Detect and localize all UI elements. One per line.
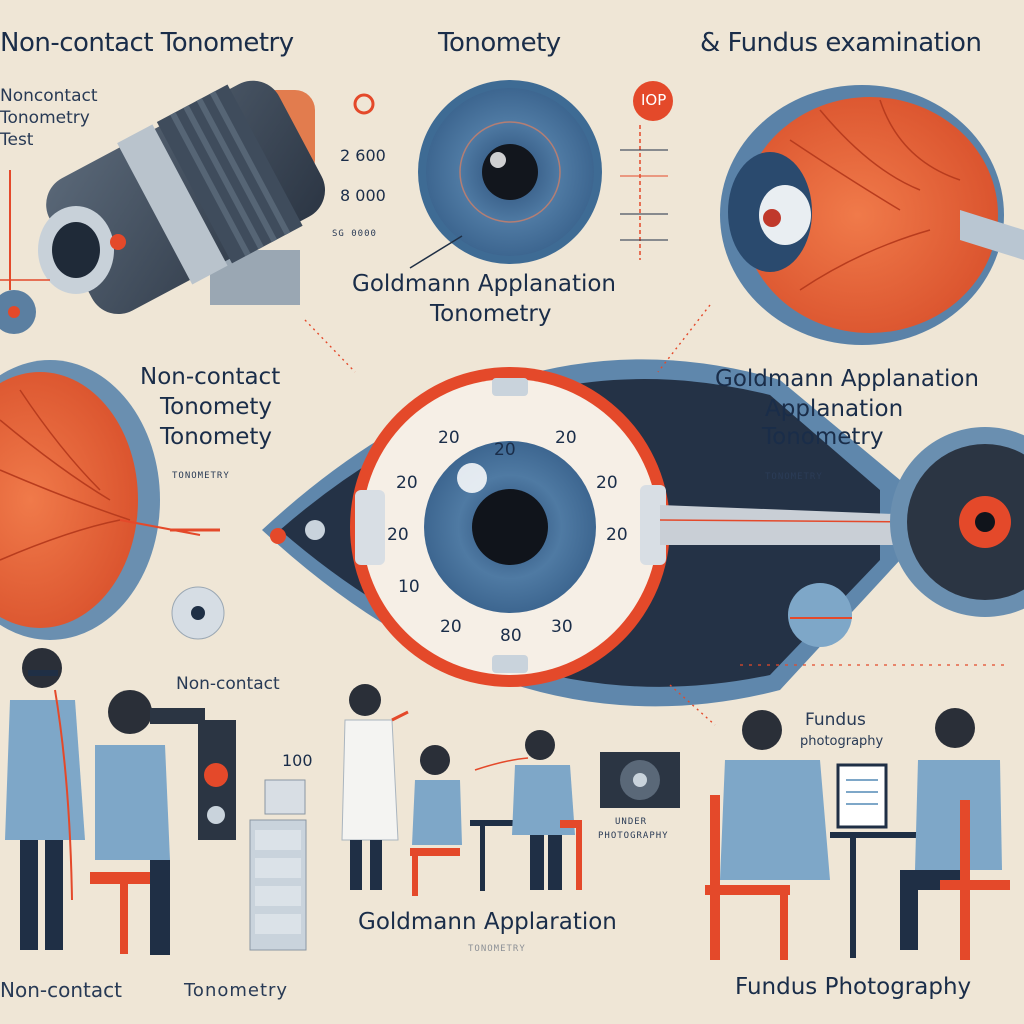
eye-reading: 80 xyxy=(500,626,522,646)
eye-reading: 20 xyxy=(555,428,577,448)
footer-noncontact: Non-contact xyxy=(0,978,122,1002)
noncontact-mid-title: Non-contact xyxy=(140,364,281,390)
header-fundus-examination: & Fundus examination xyxy=(700,28,982,58)
goldmann-title-top-sub: Tonometry xyxy=(430,301,552,327)
footer-tonometry: Tonometry xyxy=(184,980,289,1001)
caption-noncontact: Noncontact xyxy=(0,86,98,106)
eye-reading: 20 xyxy=(596,473,618,493)
top-right-eye-cross-section xyxy=(720,85,1024,345)
goldmann-mid-small: TONOMETRY xyxy=(765,472,823,482)
iop-badge: IOP xyxy=(641,91,667,109)
fundus-scene-label: Fundus xyxy=(805,710,866,730)
caption-test: Test xyxy=(0,130,34,150)
noncontact-mid-sub2: Tonomety xyxy=(160,424,273,450)
iop-scale xyxy=(353,81,673,260)
monitor-caption-2: PHOTOGRAPHY xyxy=(598,831,669,841)
goldmann-mid-title: Goldmann Applanation xyxy=(715,366,979,392)
central-eye xyxy=(262,359,921,707)
noncontact-mid-sub1: Tonomety xyxy=(160,394,273,420)
header-tonometry: Tonomety xyxy=(438,28,561,58)
scale-label-3: SG 0000 xyxy=(332,229,377,239)
scale-label-2: 8 000 xyxy=(340,186,386,205)
eye-reading: 10 xyxy=(398,577,420,597)
footer-goldmann-sub: TONOMETRY xyxy=(468,944,526,954)
mid-left-retina xyxy=(0,360,225,640)
top-center-eye xyxy=(409,80,602,269)
eye-reading: 20 xyxy=(438,428,460,448)
goldmann-mid-sub2: Tonometry xyxy=(762,424,884,450)
fundus-scene-sub: photography xyxy=(800,734,884,749)
eye-reading: 20 xyxy=(440,617,462,637)
eye-reading: 20 xyxy=(387,525,409,545)
small-gauge-left xyxy=(0,170,50,334)
device-readout: 100 xyxy=(282,751,313,770)
eye-reading: 30 xyxy=(551,617,573,637)
monitor-caption-1: UNDER xyxy=(615,817,648,827)
header-noncontact-tonometry: Non-contact Tonometry xyxy=(0,28,294,58)
goldmann-mid-sub1: Applanation xyxy=(765,396,904,422)
connector-lines xyxy=(304,304,716,726)
noncontact-scene-label: Non-contact xyxy=(176,674,280,694)
footer-fundus: Fundus Photography xyxy=(735,974,972,1000)
bottom-center-scene xyxy=(341,684,680,896)
right-side-eye xyxy=(740,427,1024,666)
eye-reading: 20 xyxy=(606,525,628,545)
noncontact-tonometer-device xyxy=(38,80,326,315)
noncontact-mid-small: TONOMETRY xyxy=(172,471,230,481)
footer-goldmann: Goldmann Applaration xyxy=(358,909,617,935)
goldmann-title-top: Goldmann Applanation xyxy=(352,271,616,297)
bottom-left-scene xyxy=(5,648,307,955)
eye-reading: 20 xyxy=(494,440,516,460)
eye-reading: 20 xyxy=(396,473,418,493)
bottom-right-scene xyxy=(705,708,1010,960)
scale-label-1: 2 600 xyxy=(340,146,386,165)
caption-tonometry: Tonometry xyxy=(0,108,90,128)
